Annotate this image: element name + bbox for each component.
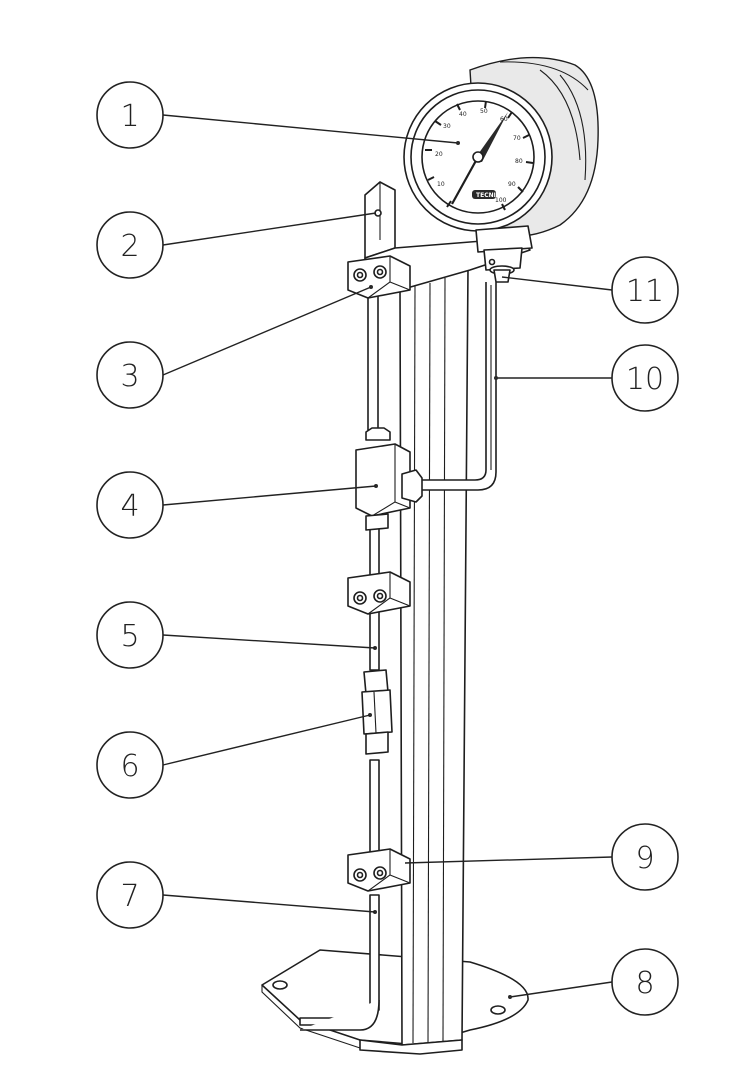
callout-label: 7 xyxy=(120,879,139,914)
pipe-clamp-top xyxy=(347,255,411,299)
gauge-ticks xyxy=(425,100,534,211)
callout-5: 5 xyxy=(96,601,164,669)
leader-5 xyxy=(162,634,376,649)
callout-circle xyxy=(96,601,164,669)
gauge-needle-tail xyxy=(451,156,479,205)
gauge-needle xyxy=(474,112,508,162)
callout-circle xyxy=(611,948,679,1016)
gauge-logo-text: TECNI xyxy=(476,192,496,199)
pipe-clamp-middle xyxy=(347,571,411,615)
callout-circle xyxy=(611,344,679,412)
gauge-scale-label: 20 xyxy=(435,151,443,158)
gauge-scale-label: 30 xyxy=(443,123,451,130)
callout-circle xyxy=(96,341,164,409)
callout-4: 4 xyxy=(96,471,164,539)
leader-8 xyxy=(509,981,613,998)
gauge-scale-label: 10 xyxy=(437,181,445,188)
leader-1 xyxy=(162,114,459,144)
leader-1-dot xyxy=(456,141,460,145)
callout-10: 10 xyxy=(611,344,679,412)
callout-3: 3 xyxy=(96,341,164,409)
main-column xyxy=(359,267,469,1055)
callout-label: 9 xyxy=(635,841,654,876)
callout-circle xyxy=(96,731,164,799)
leader-9 xyxy=(404,856,613,864)
callout-circle xyxy=(611,823,679,891)
gauge-scale-label: 40 xyxy=(459,111,467,118)
callout-1: 1 xyxy=(96,81,164,149)
vertical-pipe xyxy=(299,294,380,1031)
callout-label: 8 xyxy=(635,966,654,1001)
callout-circle xyxy=(96,861,164,929)
gauge-needle-hub xyxy=(472,151,484,163)
leader-2 xyxy=(162,212,377,246)
callout-label: 4 xyxy=(120,489,139,524)
leader-11 xyxy=(501,276,613,291)
callout-label: 5 xyxy=(120,619,139,654)
callout-11: 11 xyxy=(611,256,679,324)
gauge-scale-label: 90 xyxy=(508,181,516,188)
leader-6 xyxy=(162,714,371,766)
leader-10-dot xyxy=(494,376,498,380)
callout-7: 7 xyxy=(96,861,164,929)
callout-6: 6 xyxy=(96,731,164,799)
pressure-gauge: 10 20 30 40 50 60 70 80 90 100 TECNI xyxy=(403,56,599,283)
callout-8: 8 xyxy=(611,948,679,1016)
callout-9: 9 xyxy=(611,823,679,891)
callout-circle xyxy=(96,471,164,539)
gauge-scale-label: 80 xyxy=(515,158,523,165)
callout-circle xyxy=(96,81,164,149)
leader-7 xyxy=(162,894,376,913)
callout-label: 10 xyxy=(626,362,664,397)
gauge-scale-label: 100 xyxy=(495,197,507,204)
leader-lines xyxy=(162,114,613,999)
callout-label: 6 xyxy=(120,749,139,784)
gauge-scale-label: 70 xyxy=(513,135,521,142)
base-plate xyxy=(261,949,529,1054)
leader-3 xyxy=(162,286,372,376)
leader-8-dot xyxy=(508,995,512,999)
tee-fitting xyxy=(355,427,423,531)
pipe-union xyxy=(361,646,393,755)
callout-circle xyxy=(611,256,679,324)
callout-label: 2 xyxy=(120,229,139,264)
gauge-logo-badge xyxy=(472,190,496,199)
callout-label: 1 xyxy=(120,99,139,134)
callout-label: 11 xyxy=(626,274,664,309)
pipe-clamp-bottom xyxy=(347,848,411,914)
callout-circle xyxy=(96,211,164,279)
callout-label: 3 xyxy=(120,359,139,394)
callout-2: 2 xyxy=(96,211,164,279)
leader-4 xyxy=(162,485,377,506)
gauge-scale-label: 50 xyxy=(480,108,488,115)
